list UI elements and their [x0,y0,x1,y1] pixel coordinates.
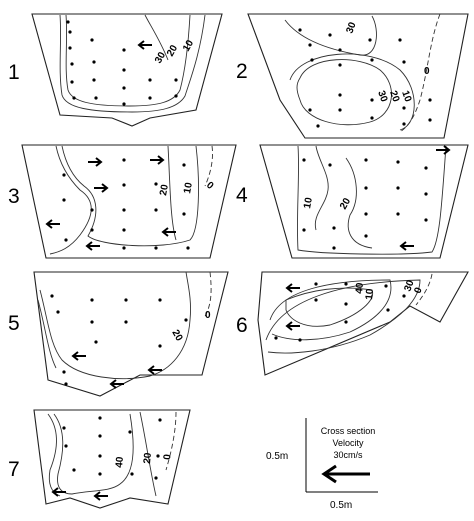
panel-6-contour-label: 0 [412,286,424,295]
panel-2-channel-outline [247,13,469,139]
panel-1-contour [65,14,191,107]
panel-5: 5 20 0 [8,271,229,397]
panel-3: 3 20 10 0 [8,144,237,259]
panel-3-contour [167,145,177,241]
panel-2-contour-label: 0 [424,66,430,77]
panel-2-contour-label: 20 [387,89,401,104]
panel-5-channel-outline [33,271,229,397]
panel-4: 4 10 20 [236,144,469,259]
panel-4-contour-label: 20 [338,196,353,212]
panel-7-contour [165,411,177,471]
panel-3-measurement-dots [62,158,190,250]
panel-1: 1 10 20 30 [8,13,223,127]
panel-5-measurement-dots [50,294,188,386]
panel-2-contour-label: 30 [344,20,358,35]
panel-1-contour-label: 20 [165,43,180,59]
panel-7-contour-label: 0 [162,453,173,460]
legend-velocity-arrow [321,464,370,484]
panel-3-contour [49,145,92,255]
panel-4-channel-outline [259,144,469,259]
panel-5-contour-label: 20 [169,328,184,344]
panel-5-contour [39,271,191,380]
panel-3-contour-label: 0 [204,180,216,192]
panel-4-contour [314,145,329,231]
panel-6-measurement-dots [274,282,406,342]
panel-7-contour [139,411,157,497]
panel-4-contour [345,157,373,249]
legend: Cross section Velocity 30cm/s 0.5m 0.5m [266,418,378,511]
legend-cross-section-label: Cross section [321,426,376,436]
panel-3-contour [61,145,199,247]
panel-3-contour [204,145,213,187]
panel-1-channel-outline [31,13,223,127]
panel-2-contour [296,59,392,126]
panel-2-contour-label: 30 [375,89,389,104]
panel-6-number: 6 [236,314,248,337]
panel-7-number: 7 [8,458,20,481]
panel-6-contour [415,273,433,306]
panel-5-contour [203,271,212,319]
panel-2: 2 30 30 20 10 0 [236,13,469,139]
panel-1-number: 1 [8,61,20,84]
panel-1-contour [59,14,206,113]
panel-6-contour [285,287,374,327]
legend-velocity-label: Velocity [332,438,364,448]
panel-4-measurement-dots [302,158,428,250]
panel-3-contour-label: 10 [182,181,195,194]
panel-5-number: 5 [8,312,20,335]
panel-7-channel-outline [33,409,191,509]
panel-4-velocity-arrows [399,145,451,251]
panel-5-contour [37,299,57,369]
panel-7-velocity-arrows [51,487,108,501]
panel-2-measurement-dots [298,28,432,128]
panel-6-velocity-arrows [285,283,300,331]
panel-6-contour-label: 30 [402,278,416,293]
panel-2-contour-label: 10 [399,89,413,104]
panel-1-contour [144,14,169,61]
panel-3-number: 3 [8,185,20,208]
panel-6-contour-label: 10 [364,288,376,300]
panel-4-contour [296,145,447,255]
panel-7-measurement-dots [62,416,162,480]
panel-1-velocity-arrow [137,40,152,50]
panel-1-measurement-dots [66,20,178,106]
panel-5-velocity-arrows [71,351,162,389]
panel-5-contour-label: 0 [205,310,211,321]
panel-7-contour [53,413,134,495]
panel-3-velocity-arrows [45,155,176,251]
panel-2-contour [399,13,441,133]
panel-3-contour-label: 20 [158,183,171,196]
panel-3-channel-outline [21,144,237,259]
panel-4-contour-label: 10 [302,196,315,209]
legend-velocity-value: 30cm/s [333,450,363,460]
panel-4-number: 4 [236,184,248,207]
panel-1-contour-label: 30 [153,50,168,66]
panel-6-contour-label: 40 [354,282,366,294]
horizontal-scale-label: 0.5m [330,500,352,511]
panel-6-contour [265,279,421,354]
panel-7-contour-label: 40 [114,456,126,468]
panel-7-contour-label: 20 [142,452,154,464]
panel-7: 7 40 20 0 [8,409,191,509]
panel-1-contour-label: 10 [181,38,196,54]
panel-2-number: 2 [236,60,248,83]
panel-6-contour [269,279,392,341]
panel-2-contour [289,53,415,131]
vertical-scale-label: 0.5m [266,451,288,462]
panel-6: 6 40 10 30 0 [236,271,469,376]
